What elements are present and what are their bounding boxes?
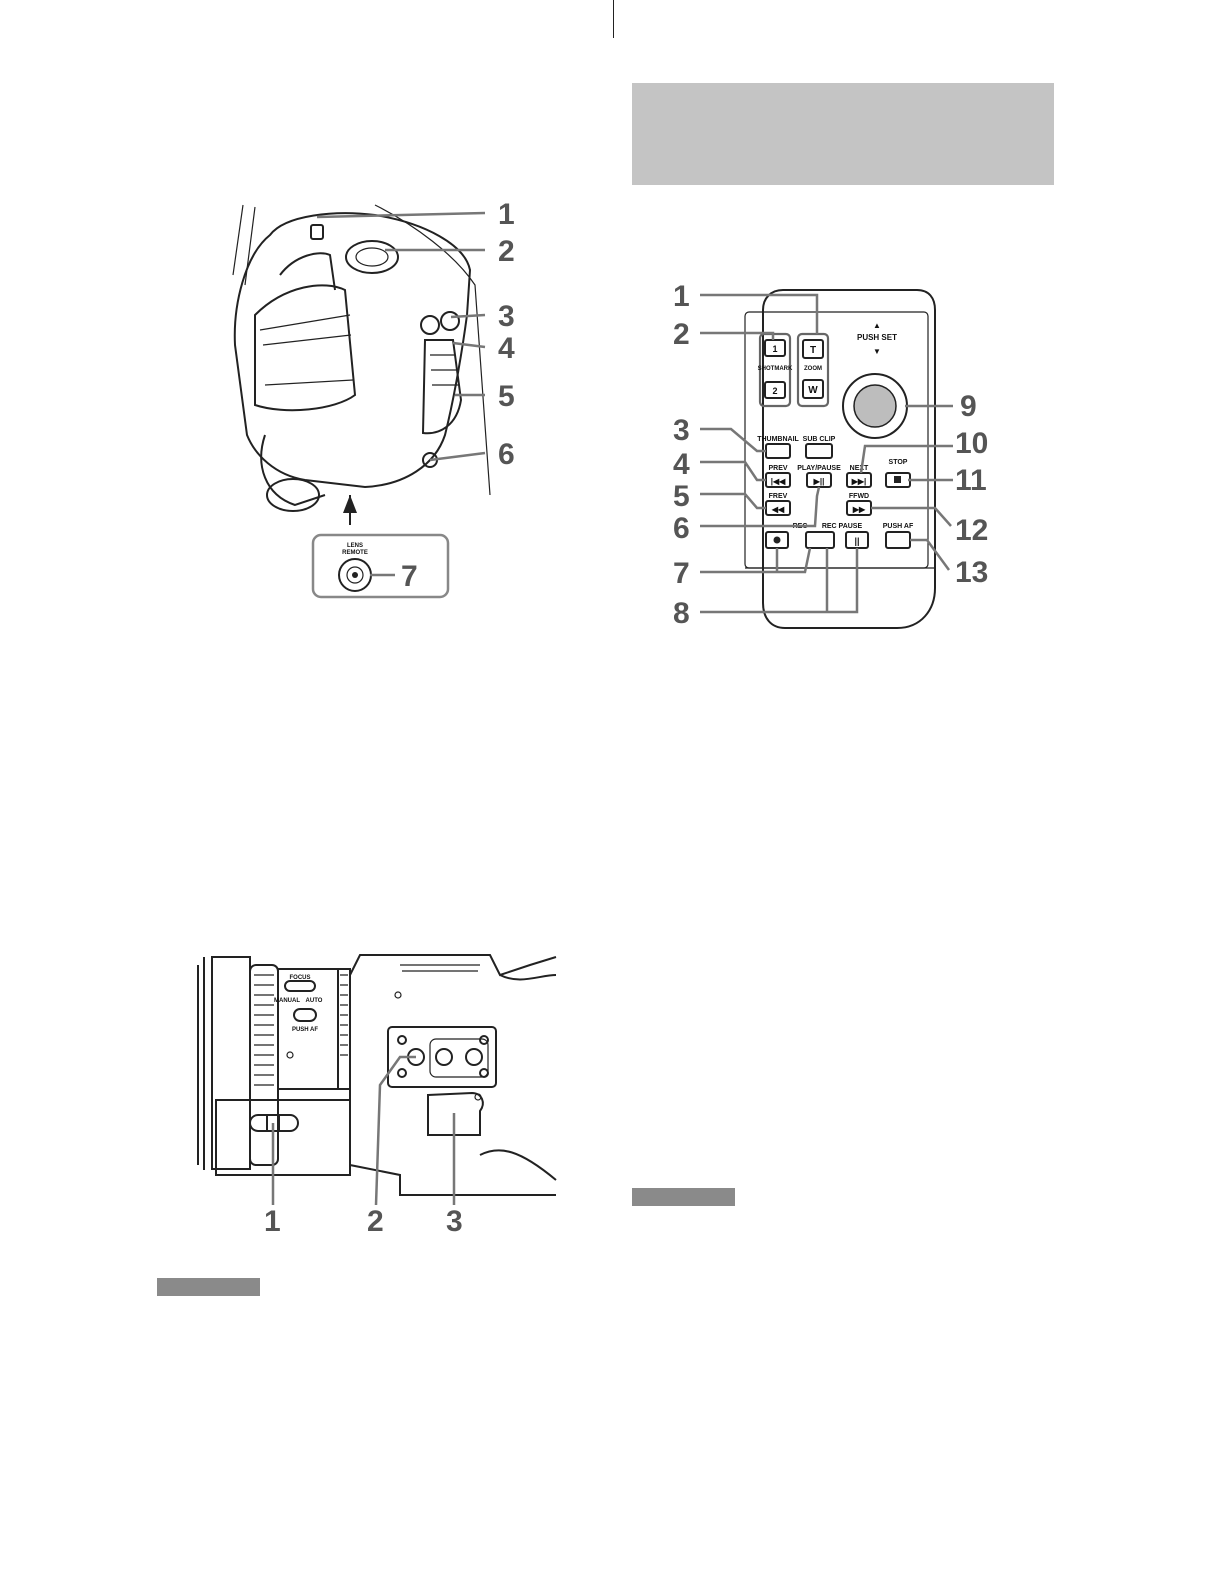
grip-callout-7: 7 [401,560,418,593]
grip-callout-5: 5 [498,380,515,413]
pause-icon: || [854,536,859,546]
push-af-label: PUSH AF [883,523,914,530]
note-heading-bar-left [157,1278,260,1296]
zoom-t-button: T [810,345,816,356]
remote-callout-8: 8 [673,597,690,630]
lens-remote-callout-box [311,533,450,599]
manual-label: MANUAL [274,998,300,1004]
focus-label: FOCUS [290,975,311,981]
shotmark-2-button: 2 [772,386,777,396]
section-header-banner [632,83,1054,185]
play-pause-icon: ▶|| [813,477,825,486]
frev-icon: ◀◀ [771,505,785,514]
prev-label: PREV [768,465,787,472]
shotmark-label: SHOTMARK [758,366,793,372]
remote-callout-12: 12 [955,514,988,547]
grip-callout-2: 2 [498,235,515,268]
ffwd-icon: ▶▶ [852,505,866,514]
prev-icon: |◀◀ [771,477,786,486]
remote-callout-2: 2 [673,318,690,351]
grip-callout-3: 3 [498,300,515,333]
lens-callout-2: 2 [367,1205,384,1235]
zoom-w-button: W [808,385,818,396]
zoom-label: ZOOM [804,366,822,372]
next-label: NEXT [850,465,869,472]
lens-remote-label-line2: REMOTE [342,550,368,556]
arrow-up-icon: ▲ [873,321,881,330]
remote-callout-3: 3 [673,414,690,447]
lens-side-illustration: FOCUS MANUAL AUTO PUSH AF 1 2 3 [197,954,557,1235]
rec-dot-icon [773,536,781,544]
sub-clip-label: SUB CLIP [803,436,836,443]
remote-callout-11: 11 [955,464,987,497]
play-pause-label: PLAY/PAUSE [797,465,841,472]
remote-callout-1: 1 [673,280,690,313]
shotmark-1-button: 1 [772,344,777,354]
lens-callout-1: 1 [264,1205,281,1235]
remote-callout-13: 13 [955,556,988,589]
stop-label: STOP [889,459,908,466]
remote-callout-9: 9 [960,390,977,423]
arrow-down-icon: ▼ [873,347,881,356]
auto-label: AUTO [306,998,323,1004]
grip-callout-1: 1 [498,198,515,231]
ffwd-label: FFWD [849,493,869,500]
remote-body [762,289,936,629]
stop-icon [894,476,901,483]
grip-callout-4: 4 [498,332,515,365]
next-icon: ▶▶| [851,477,867,486]
remote-callout-5: 5 [673,480,690,513]
push-set-label: PUSH SET [857,333,897,342]
lens-callout-3: 3 [446,1205,463,1235]
remote-callout-6: 6 [673,512,690,545]
remote-callout-10: 10 [955,427,988,460]
grip-illustration: LENS REMOTE 1 2 3 4 5 6 7 [232,198,515,599]
thumbnail-label: THUMBNAIL [757,436,799,443]
grip-callout-6: 6 [498,438,515,471]
frev-label: FREV [769,493,788,500]
push-af-lens-label: PUSH AF [292,1027,318,1033]
remote-callout-7: 7 [673,557,690,590]
note-heading-bar-right [632,1188,735,1206]
page-top-rule [613,0,614,38]
rec-pause-label: REC PAUSE [822,523,863,530]
remote-callout-4: 4 [673,448,690,481]
lens-remote-label-line1: LENS [347,543,363,549]
remote-commander-illustration: 1 SHOTMARK 2 T ZOOM W PUSH SET ▲ ▼ THUMB… [673,280,988,630]
